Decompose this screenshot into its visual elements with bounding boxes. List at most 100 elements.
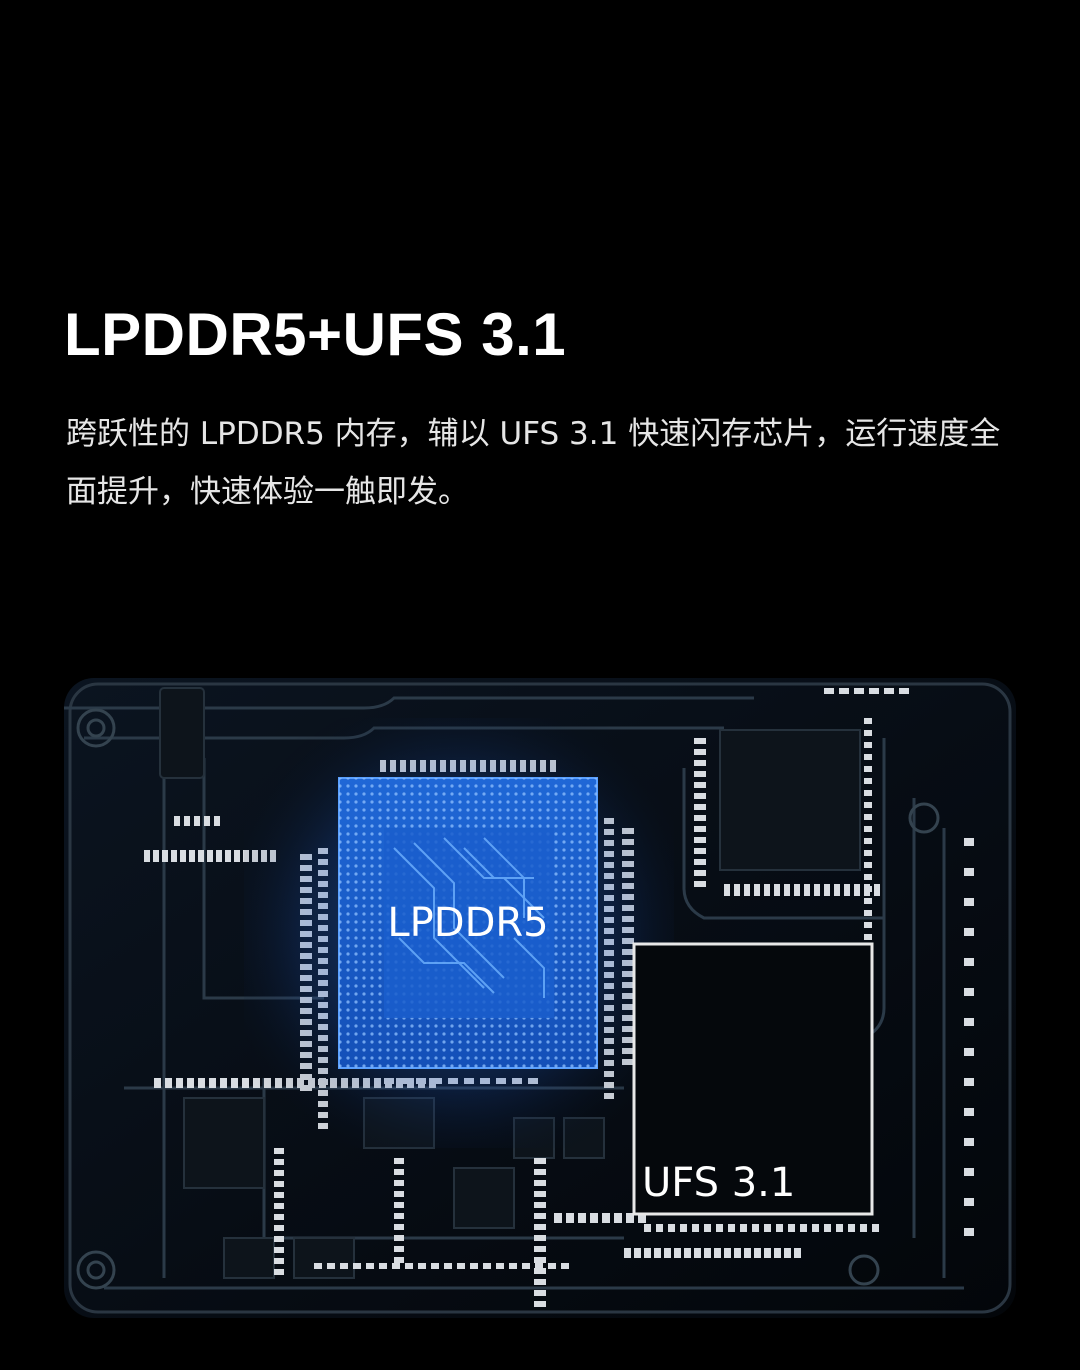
solder-pad xyxy=(964,1048,974,1056)
solder-pad xyxy=(734,1248,741,1258)
solder-pad xyxy=(964,838,974,846)
solder-pad xyxy=(534,1202,546,1208)
solder-pad xyxy=(578,1213,586,1223)
solder-pad xyxy=(638,1213,646,1223)
solder-pad xyxy=(704,1248,711,1258)
solder-pad xyxy=(654,1248,661,1258)
solder-pad xyxy=(534,1246,546,1252)
solder-pad xyxy=(824,884,830,896)
solder-pad xyxy=(694,815,706,821)
solder-pad xyxy=(198,1078,205,1088)
solder-pad xyxy=(964,928,974,936)
solder-pad xyxy=(754,1248,761,1258)
solder-pad xyxy=(534,1301,546,1307)
solder-pad xyxy=(864,862,872,868)
solder-pad xyxy=(394,1202,404,1208)
solder-pad xyxy=(872,1224,879,1232)
board-frame xyxy=(68,682,1012,1314)
solder-pad xyxy=(824,1224,831,1232)
solder-pad xyxy=(964,898,974,906)
solder-pad xyxy=(176,1078,183,1088)
solder-pad xyxy=(483,1263,491,1269)
solder-pad xyxy=(534,1224,546,1230)
memory-chip-label: LPDDR5 xyxy=(387,900,548,946)
solder-pad xyxy=(656,1224,663,1232)
solder-pad xyxy=(728,1224,735,1232)
circuit-board-illustration: LPDDR5 UFS 3.1 xyxy=(64,678,1016,1318)
solder-pad xyxy=(694,826,706,832)
solder-pad xyxy=(522,1263,530,1269)
solder-pad xyxy=(392,1263,400,1269)
solder-pad xyxy=(744,884,750,896)
solder-pad xyxy=(964,1198,974,1206)
ufs-chip: UFS 3.1 xyxy=(632,942,874,1216)
solder-pad xyxy=(884,688,894,694)
chip-circuit-pattern xyxy=(393,837,545,998)
solder-pad xyxy=(864,754,872,760)
solder-pad xyxy=(207,850,213,862)
solder-pad xyxy=(754,884,760,896)
solder-pad xyxy=(353,1263,361,1269)
solder-pad xyxy=(187,1078,194,1088)
solder-pad xyxy=(864,898,872,904)
solder-pad xyxy=(220,1078,227,1088)
solder-pad xyxy=(864,766,872,772)
solder-pad xyxy=(418,1263,426,1269)
solder-pad xyxy=(274,1236,284,1242)
solder-pad xyxy=(864,778,872,784)
solder-pad xyxy=(764,884,770,896)
solder-pad xyxy=(774,1248,781,1258)
solder-pad xyxy=(764,1224,771,1232)
solder-pad xyxy=(144,850,150,862)
solder-pad xyxy=(614,1213,622,1223)
solder-pad xyxy=(274,1214,284,1220)
solder-pad xyxy=(184,816,190,826)
solder-pad xyxy=(869,688,879,694)
solder-pad xyxy=(209,1078,216,1088)
solder-pad xyxy=(864,814,872,820)
solder-pad xyxy=(602,1213,610,1223)
solder-pad xyxy=(394,1158,404,1164)
solder-pad xyxy=(394,1246,404,1252)
solder-pad xyxy=(189,850,195,862)
solder-pad xyxy=(694,782,706,788)
solder-pad xyxy=(774,884,780,896)
solder-pad xyxy=(784,884,790,896)
solder-pad xyxy=(964,958,974,966)
solder-pad xyxy=(274,1247,284,1253)
solder-pad xyxy=(964,1228,974,1236)
solder-pad xyxy=(864,922,872,928)
solder-pad xyxy=(964,1078,974,1086)
solder-pad xyxy=(874,884,880,896)
solder-pad xyxy=(534,1290,546,1296)
solder-pad xyxy=(694,848,706,854)
solder-pad xyxy=(864,742,872,748)
solder-pad xyxy=(864,850,872,856)
solder-pad xyxy=(848,1224,855,1232)
solder-pad xyxy=(680,1224,687,1232)
solder-pad xyxy=(964,1138,974,1146)
storage-chip-label: UFS 3.1 xyxy=(642,1160,795,1206)
solder-pad xyxy=(824,688,834,694)
solder-pad xyxy=(776,1224,783,1232)
solder-pad xyxy=(694,804,706,810)
solder-pad xyxy=(834,884,840,896)
solder-pad xyxy=(534,1213,546,1219)
solder-pad xyxy=(694,1248,701,1258)
solder-pad xyxy=(274,1148,284,1154)
solder-pad xyxy=(664,1248,671,1258)
solder-pad xyxy=(174,816,180,826)
solder-pad xyxy=(692,1224,699,1232)
solder-pad xyxy=(704,1224,711,1232)
solder-pad xyxy=(854,688,864,694)
solder-pad xyxy=(496,1263,504,1269)
solder-pad xyxy=(274,1170,284,1176)
solder-pad xyxy=(274,1225,284,1231)
solder-pad xyxy=(394,1224,404,1230)
circuit-board-svg: LPDDR5 UFS 3.1 xyxy=(64,678,1016,1318)
solder-pad xyxy=(394,1213,404,1219)
solder-pad xyxy=(561,1263,569,1269)
solder-pad xyxy=(366,1263,374,1269)
solder-pad xyxy=(812,1224,819,1232)
solder-pad xyxy=(644,1248,651,1258)
